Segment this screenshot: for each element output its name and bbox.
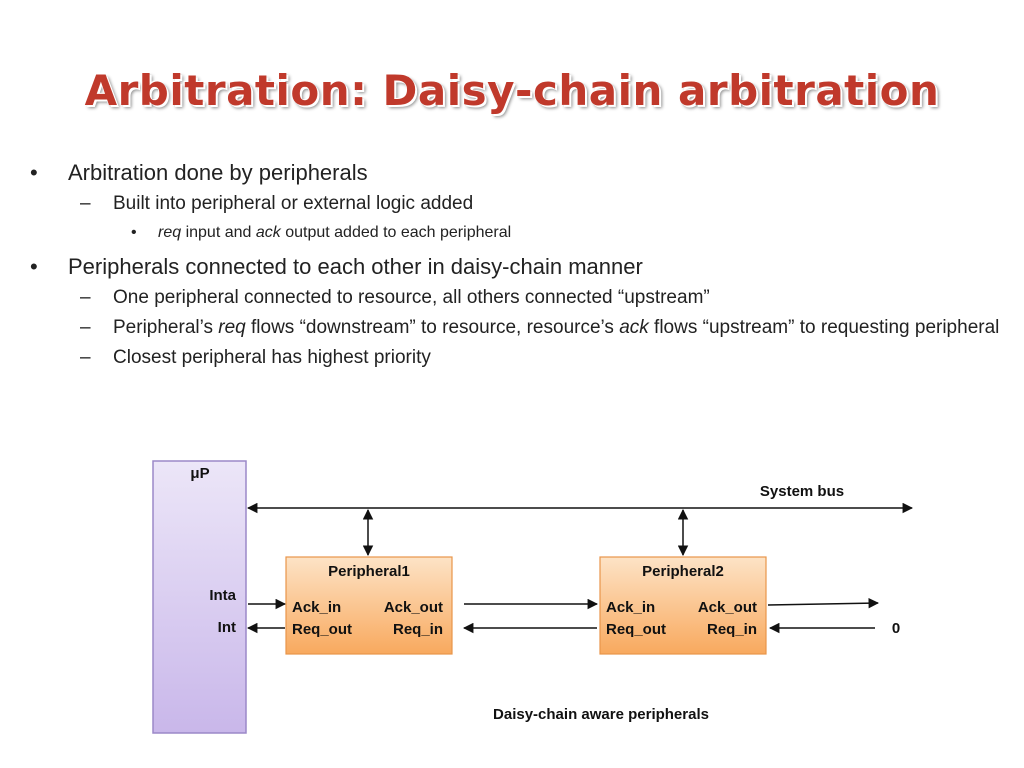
- ack-term: ack: [619, 317, 649, 338]
- slide-title: Arbitration: Daisy-chain arbitration: [84, 66, 940, 115]
- diagram-caption: Daisy-chain aware peripherals: [493, 706, 709, 723]
- microprocessor-label: μP: [190, 465, 209, 482]
- bullet-text: flows “downstream” to resource, resource…: [245, 317, 620, 338]
- bullet-dot-icon: •: [30, 160, 38, 185]
- peripheral1-name: Peripheral1: [328, 563, 410, 580]
- p1-req-out: Req_out: [292, 621, 352, 638]
- req-term: req: [158, 224, 182, 241]
- inta-label: Inta: [209, 587, 236, 604]
- p1-ack-out: Ack_out: [384, 599, 443, 616]
- dash-icon: –: [80, 347, 91, 368]
- bullet-text: output added to each peripheral: [280, 224, 512, 241]
- dash-icon: –: [80, 287, 91, 308]
- bullet-level2: – One peripheral connected to resource, a…: [30, 284, 1010, 312]
- req-term: req: [218, 317, 246, 338]
- bullet-level2: – Peripheral’s req flows “downstream” to …: [30, 314, 1010, 342]
- bullet-text: Built into peripheral or external logic …: [113, 193, 474, 214]
- system-bus-label: System bus: [760, 483, 844, 500]
- bullet-level1: • Peripherals connected to each other in …: [30, 252, 1010, 282]
- bullet-text: Closest peripheral has highest priority: [113, 347, 431, 368]
- p2-req-out: Req_out: [606, 621, 666, 638]
- int-label: Int: [218, 619, 236, 636]
- zero-input-label: 0: [892, 620, 900, 637]
- bullet-level2: – Closest peripheral has highest priority: [30, 344, 1010, 372]
- p2-ack-in: Ack_in: [606, 599, 655, 616]
- peripheral2-box: [599, 556, 767, 655]
- bullet-text: One peripheral connected to resource, al…: [113, 287, 710, 308]
- bullet-level2: – Built into peripheral or external logic…: [30, 190, 1010, 218]
- bullet-text: flows “upstream” to requesting periphera…: [648, 317, 1000, 338]
- bullet-level1: • Arbitration done by peripherals: [30, 158, 1010, 188]
- bullet-dot-icon: •: [30, 254, 38, 279]
- bullet-level3: • req input and ack output added to each …: [30, 220, 1010, 246]
- bullet-text: Peripherals connected to each other in d…: [68, 254, 643, 279]
- ack-out-end-arrow: [767, 597, 880, 609]
- peripheral2-name: Peripheral2: [642, 563, 724, 580]
- bullet-list: • Arbitration done by peripherals – Built …: [30, 158, 1010, 374]
- peripheral1-box: [285, 556, 453, 655]
- microprocessor-box: [152, 460, 247, 734]
- bullet-text: Peripheral’s: [113, 317, 219, 338]
- bullet-text: Arbitration done by peripherals: [68, 160, 368, 185]
- p2-req-in: Req_in: [707, 621, 757, 638]
- bullet-dot-icon: •: [131, 224, 137, 241]
- dash-icon: –: [80, 317, 91, 338]
- p2-ack-out: Ack_out: [698, 599, 757, 616]
- p1-ack-in: Ack_in: [292, 599, 341, 616]
- p1-req-in: Req_in: [393, 621, 443, 638]
- ack-term: ack: [255, 224, 281, 241]
- bullet-text: input and: [181, 224, 256, 241]
- dash-icon: –: [80, 193, 91, 214]
